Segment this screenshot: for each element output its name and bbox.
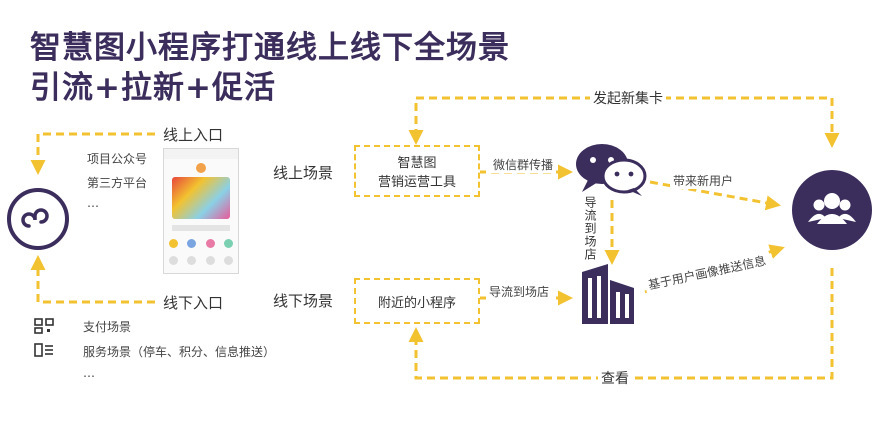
phone-screenshot — [163, 148, 239, 274]
title-line-1: 智慧图小程序打通线上线下全场景 — [30, 30, 510, 66]
launch-card-label: 发起新集卡 — [590, 88, 666, 108]
miniprogram-icon — [7, 188, 69, 250]
building-icon — [582, 264, 634, 324]
online-entry-item: … — [84, 196, 102, 210]
users-icon — [792, 170, 872, 250]
guide-store-label: 导流到场店 — [486, 283, 553, 300]
nearby-miniprogram-text: 附近的小程序 — [377, 295, 456, 311]
guide-vertical-label: 导流到场店 — [582, 196, 599, 261]
offline-entry-item: 支付场景 — [80, 318, 135, 335]
wechat-icon — [576, 144, 647, 196]
online-scene-label: 线上场景 — [270, 162, 337, 183]
online-entry-line — [30, 132, 155, 175]
offline-entry-item: 服务场景（停车、积分、信息推送） — [80, 343, 279, 360]
title-line-2: 引流+拉新+促活 — [30, 70, 276, 106]
view-label: 查看 — [598, 368, 632, 388]
offline-entry-item: … — [80, 366, 98, 380]
online-entry-item: 第三方平台 — [84, 174, 151, 191]
online-entry-label: 线上入口 — [160, 124, 227, 145]
wechat-share-label: 微信群传播 — [490, 156, 557, 173]
nearby-miniprogram-box: 附近的小程序 — [354, 278, 480, 324]
marketing-tool-title: 智慧图 — [397, 156, 437, 171]
offline-scene-label: 线下场景 — [270, 290, 337, 311]
marketing-tool-box: 智慧图 营销运营工具 — [354, 145, 480, 197]
bring-users-label: 带来新用户 — [670, 172, 737, 189]
marketing-tool-subtitle: 营销运营工具 — [377, 175, 456, 190]
bring-users-line — [649, 180, 781, 211]
barcode-icon — [34, 343, 53, 357]
offline-entry-label: 线下入口 — [160, 292, 227, 313]
online-entry-item: 项目公众号 — [84, 150, 151, 167]
offline-entry-line — [30, 255, 155, 304]
qr-code-icon — [34, 318, 54, 334]
